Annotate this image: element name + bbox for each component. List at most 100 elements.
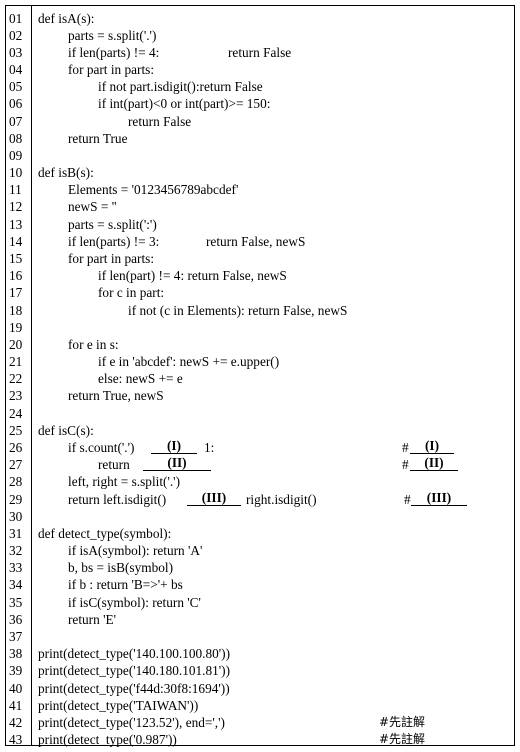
code-line: 28 left, right = s.split('.'): [6, 473, 514, 490]
line-number: 14: [9, 233, 23, 249]
code-text: b, bs = isB(symbol): [68, 560, 174, 576]
code-text-tail: return False: [228, 44, 292, 60]
line-number: 09: [9, 147, 23, 163]
code-text: if len(part) != 4: return False, newS: [98, 268, 287, 284]
line-number: 26: [9, 440, 23, 455]
line-number: 06: [9, 96, 23, 112]
code-text: else: newS += e: [98, 371, 183, 387]
line-number: 43: [9, 732, 23, 748]
comment-blank: (III): [411, 490, 467, 506]
line-number: 25: [9, 422, 23, 438]
line-number: 19: [9, 319, 23, 335]
fill-blank: (II): [143, 456, 211, 472]
code-line: 13 parts = s.split(':'): [6, 216, 514, 233]
line-number: 01: [9, 10, 23, 26]
code-text: for part in parts:: [68, 62, 155, 78]
code-text: parts = s.split(':'): [68, 216, 157, 232]
line-number: 38: [9, 646, 23, 662]
code-text: parts = s.split('.'): [68, 27, 157, 43]
code-text: Elements = '0123456789abcdef': [68, 182, 239, 198]
line-number: 11: [9, 182, 22, 198]
code-text: 1:: [204, 440, 215, 455]
fill-blank: (I): [151, 439, 197, 454]
code-text: for c in part:: [98, 285, 165, 301]
line-number: 18: [9, 302, 23, 318]
code-line: 11 Elements = '0123456789abcdef': [6, 181, 514, 198]
code-line: 16 if len(part) != 4: return False, newS: [6, 267, 514, 284]
line-number: 27: [9, 457, 23, 473]
comment-hash: #: [404, 491, 411, 507]
line-number: 32: [9, 543, 23, 559]
code-comment: #先註解: [379, 714, 426, 729]
comment-hash: #: [402, 457, 409, 473]
code-line: 19: [6, 319, 514, 336]
line-number: 05: [9, 79, 23, 95]
code-text: def isB(s):: [38, 165, 94, 181]
line-number: 21: [9, 354, 23, 370]
line-number: 15: [9, 251, 23, 267]
code-line: 43 print(detect_type('0.987')) #先註解: [6, 731, 514, 748]
code-text: return True: [68, 130, 128, 146]
line-number: 33: [9, 560, 23, 576]
code-line: 04 for part in parts:: [6, 61, 514, 78]
code-line: 09: [6, 147, 514, 164]
line-number: 39: [9, 663, 23, 679]
code-line: 35 if isC(symbol): return 'C': [6, 594, 514, 611]
fill-blank: (III): [187, 490, 241, 506]
line-number: 08: [9, 130, 23, 146]
comment-blank: (II): [410, 456, 458, 472]
code-text-tail: return False, newS: [206, 233, 306, 249]
code-text: print(detect_type('f44d:30f8:1694')): [38, 680, 230, 696]
code-text: if len(parts) != 4:: [68, 44, 160, 60]
line-number: 29: [9, 491, 23, 507]
code-text: return True, newS: [68, 388, 164, 404]
line-number: 35: [9, 594, 23, 610]
code-line: 33 b, bs = isB(symbol): [6, 559, 514, 576]
line-number: 37: [9, 628, 23, 644]
line-number-column: [6, 6, 32, 745]
line-number: 24: [9, 405, 23, 421]
line-number: 16: [9, 268, 23, 284]
code-text: left, right = s.split('.'): [68, 474, 181, 490]
line-number: 41: [9, 697, 23, 713]
line-number: 04: [9, 62, 23, 78]
line-number: 30: [9, 508, 23, 524]
code-comment: #先註解: [379, 732, 426, 747]
code-text: if isC(symbol): return 'C': [68, 594, 201, 610]
line-number: 28: [9, 474, 23, 490]
line-number: 36: [9, 611, 23, 627]
code-line: 18 if not (c in Elements): return False, …: [6, 302, 514, 319]
line-number: 23: [9, 388, 23, 404]
code-line: 23 return True, newS: [6, 387, 514, 404]
line-number: 10: [9, 165, 23, 181]
code-text: for part in parts:: [68, 251, 155, 267]
code-line: 10 def isB(s):: [6, 164, 514, 181]
code-text: if not part.isdigit():return False: [98, 79, 263, 95]
code-line: 24: [6, 405, 514, 422]
code-text: newS = '': [68, 199, 117, 215]
code-text: if not (c in Elements): return False, ne…: [128, 302, 348, 318]
code-text: print(detect_type('0.987')): [38, 732, 177, 748]
line-number: 13: [9, 216, 23, 232]
comment-blank: (I): [410, 439, 454, 454]
code-text: if s.count('.'): [68, 440, 135, 455]
